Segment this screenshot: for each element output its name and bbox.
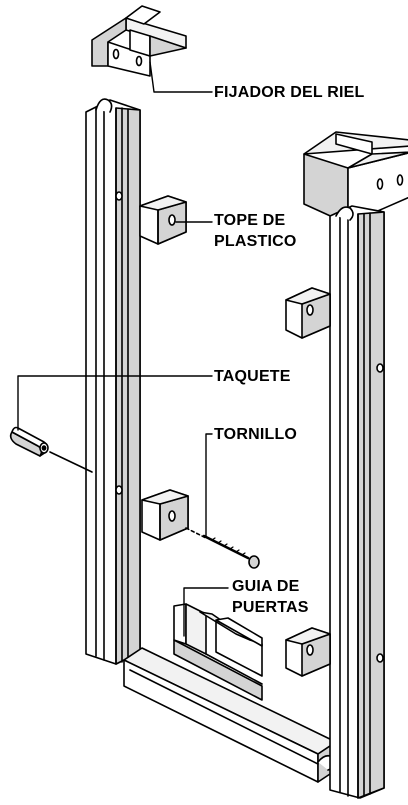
leader-rail-fixer [149,61,213,93]
label-plastic-stop-line2: PLASTICO [214,233,297,250]
plastic-stop-upper [139,195,187,245]
door-guide [173,603,263,701]
screw [185,527,260,569]
left-vertical-rail [85,98,141,665]
label-screw: TORNILLO [214,426,298,443]
leader-screw [205,433,213,537]
label-door-guide-line1: GUIA DE [232,578,300,595]
rail-fixer-bracket-right [303,131,408,225]
rail-fixer-bracket-top [91,5,187,77]
leader-door-guide [183,587,229,637]
label-door-guide-line2: PUERTAS [232,599,309,616]
plastic-stop-right-lower [285,627,331,677]
leader-lines [17,61,229,637]
bottom-horizontal-rail [123,647,337,783]
right-vertical-rail [329,205,385,799]
wall-anchor [9,426,49,457]
plastic-stop-lower [141,489,189,541]
label-rail-fixer: FIJADOR DEL RIEL [214,84,365,101]
label-plastic-stop-line1: TOPE DE [214,212,286,229]
leader-wall-anchor [17,375,213,431]
plastic-stop-right-upper [285,287,331,339]
label-wall-anchor: TAQUETE [214,368,291,385]
